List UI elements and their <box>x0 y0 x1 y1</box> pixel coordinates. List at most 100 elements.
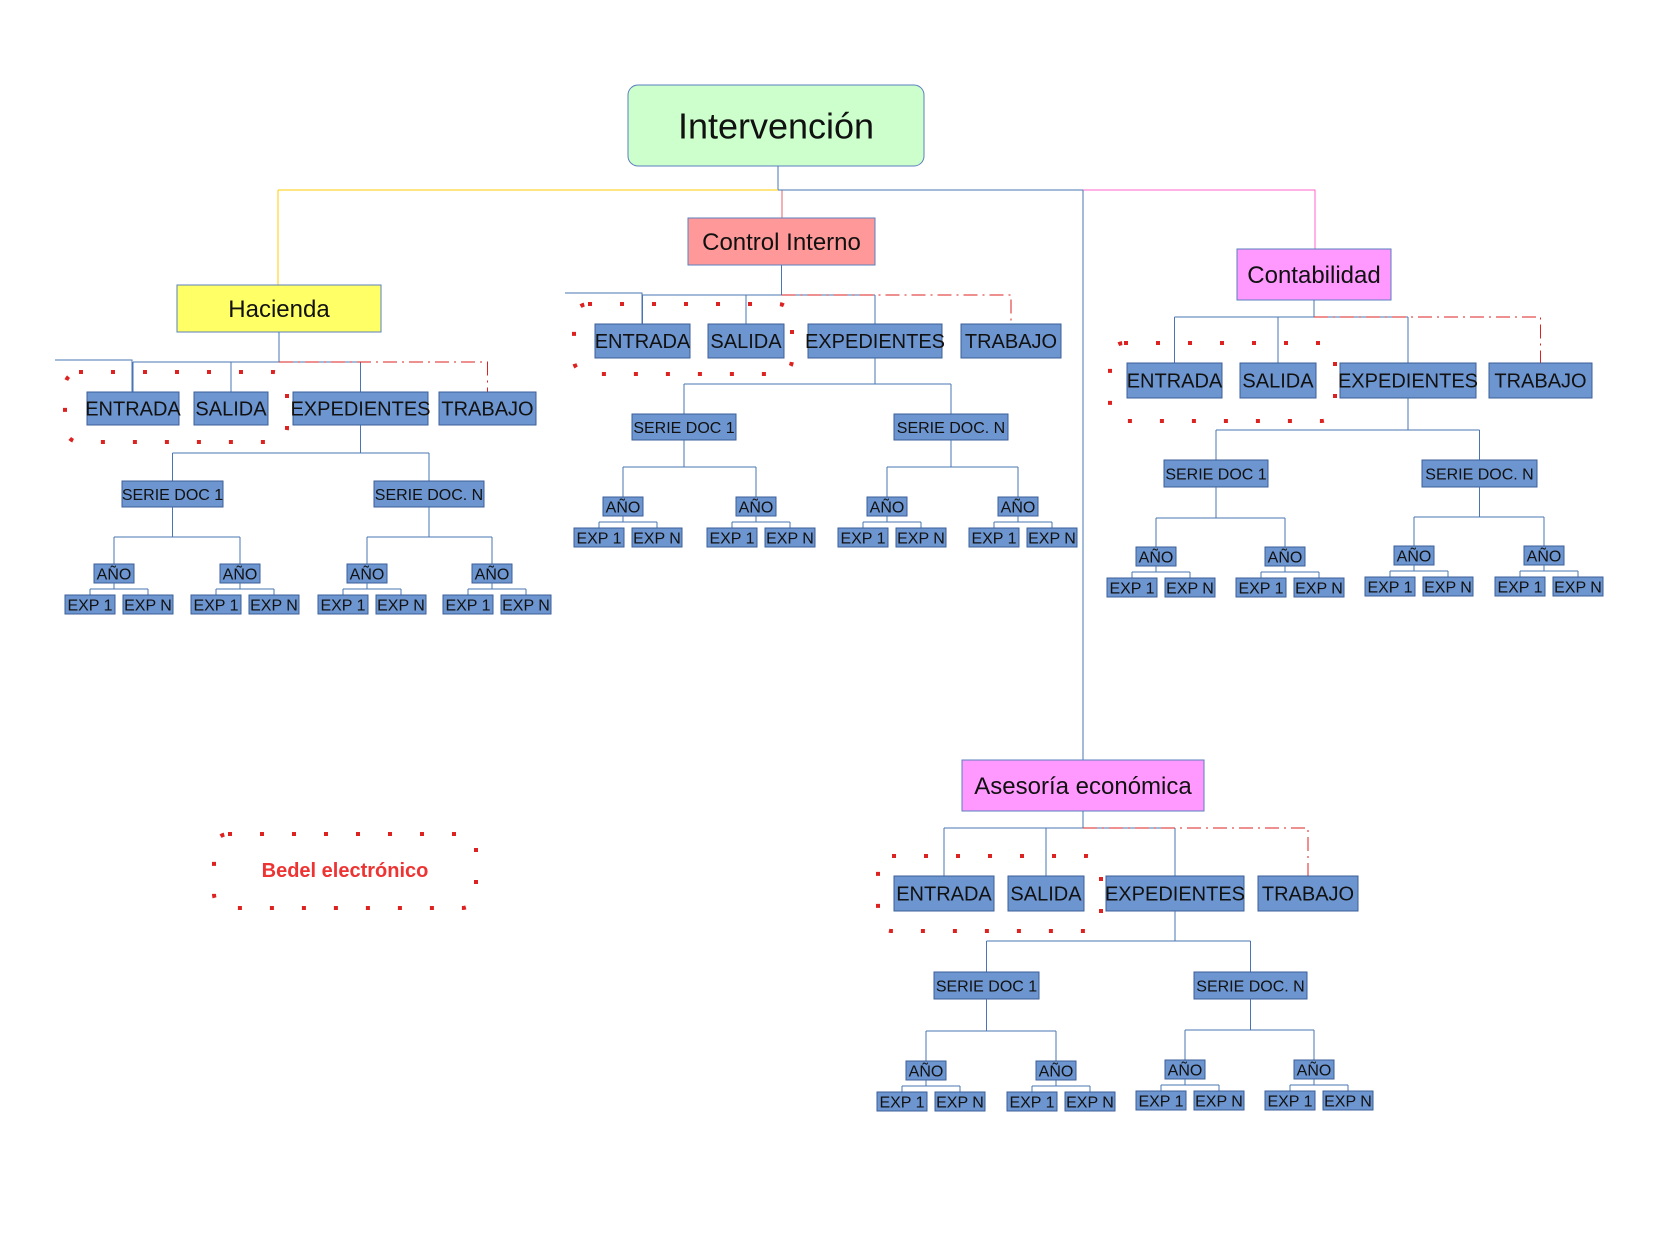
asesoria-economica-expedientes-node-box <box>1105 875 1245 912</box>
hacienda-exp-1-node-box <box>442 594 494 615</box>
control-interno-year-node: AÑO <box>602 496 644 517</box>
control-interno-exp-n-node: EXP N <box>895 527 947 548</box>
contabilidad-exp-n-node-box <box>1552 576 1604 597</box>
hacienda-exp-1-node-label: EXP 1 <box>67 597 112 614</box>
asesoria-economica-exp-1-node-label: EXP 1 <box>1138 1093 1183 1110</box>
hacienda-header-label: Hacienda <box>228 296 330 323</box>
control-interno-year-node-label: AÑO <box>606 496 641 516</box>
hacienda-series-2-node: SERIE DOC. N <box>373 480 485 508</box>
contabilidad-series-1-node-label: SERIE DOC 1 <box>1165 466 1266 483</box>
hacienda-year-node-label: AÑO <box>350 563 385 583</box>
asesoria-economica-entrada-node-box <box>893 875 995 912</box>
contabilidad-year-node-label: AÑO <box>1268 546 1303 566</box>
control-interno-exp-1-node-label: EXP 1 <box>840 530 885 547</box>
root-node-box <box>627 84 925 167</box>
asesoria-economica-salida-node: SALIDA <box>1007 875 1085 912</box>
asesoria-economica-year-node-label: AÑO <box>1168 1059 1203 1079</box>
control-interno-exp-n-node-label: EXP N <box>766 530 814 547</box>
control-interno-entrada-node-label: ENTRADA <box>595 331 691 353</box>
contabilidad-entrada-node-box <box>1126 362 1223 399</box>
hacienda-series-1-node-box <box>121 480 224 508</box>
hacienda-series-2-node-box <box>373 480 485 508</box>
contabilidad-year-node: AÑO <box>1393 545 1435 566</box>
control-interno-exp-n-node-box <box>631 527 683 548</box>
control-interno-expedientes-node: EXPEDIENTES <box>805 323 945 359</box>
contabilidad-year-node: AÑO <box>1264 546 1306 567</box>
control-interno-year-node: AÑO <box>997 496 1039 517</box>
control-interno-salida-node: SALIDA <box>707 323 785 359</box>
hacienda-exp-n-node: EXP N <box>122 594 174 615</box>
contabilidad-entrada-node-label: ENTRADA <box>1127 371 1223 393</box>
control-interno-exp-1-node-box <box>968 527 1020 548</box>
asesoria-economica-salida-node-label: SALIDA <box>1010 884 1082 906</box>
hacienda-salida-node-box <box>193 391 269 426</box>
asesoria-economica-exp-n-node-box <box>1322 1090 1374 1111</box>
contabilidad-trabajo-link <box>1314 316 1541 363</box>
asesoria-economica-bedel-region <box>876 854 1103 933</box>
hacienda-expedientes-node: EXPEDIENTES <box>290 391 431 426</box>
asesoria-economica-header: Asesoría económica <box>961 759 1205 812</box>
control-interno-exp-n-node-label: EXP N <box>1028 530 1076 547</box>
asesoria-economica-exp-n-node: EXP N <box>934 1091 986 1112</box>
contabilidad-exp-1-node-box <box>1494 576 1546 597</box>
asesoria-economica-exp-n-node-box <box>934 1091 986 1112</box>
contabilidad-series-1-node-box <box>1163 459 1269 488</box>
hacienda-bracket-outline <box>55 359 133 392</box>
contabilidad-expedientes-node-label: EXPEDIENTES <box>1338 371 1478 393</box>
asesoria-economica-series-2-node-label: SERIE DOC. N <box>1196 978 1304 995</box>
hacienda-exp-n-node-box <box>122 594 174 615</box>
hacienda-exp-n-node: EXP N <box>500 594 552 615</box>
control-interno-header-box <box>687 217 876 266</box>
asesoria-economica-year-node-label: AÑO <box>1297 1059 1332 1079</box>
hacienda-entrada-node-box <box>86 391 180 426</box>
contabilidad-exp-n-node: EXP N <box>1552 576 1604 597</box>
contabilidad-salida-node-label: SALIDA <box>1242 371 1314 393</box>
contabilidad-exp-n-node: EXP N <box>1422 576 1474 597</box>
hacienda-entrada-node: ENTRADA <box>85 391 181 426</box>
hacienda-exp-1-node-label: EXP 1 <box>445 597 490 614</box>
control-interno-salida-node-label: SALIDA <box>710 331 782 353</box>
hacienda-salida-node: SALIDA <box>193 391 269 426</box>
contabilidad-bedel-region <box>1108 341 1337 423</box>
contabilidad-exp-1-node-label: EXP 1 <box>1238 580 1283 597</box>
root-node-label: Intervención <box>678 105 874 146</box>
control-interno-exp-1-node: EXP 1 <box>968 527 1020 548</box>
control-interno-header: Control Interno <box>687 217 876 266</box>
contabilidad-series-1-node: SERIE DOC 1 <box>1163 459 1269 488</box>
contabilidad-exp-n-node-box <box>1422 576 1474 597</box>
asesoria-economica-year-node: AÑO <box>905 1060 947 1081</box>
asesoria-economica-trabajo-node: TRABAJO <box>1257 875 1359 912</box>
hacienda-exp-1-node: EXP 1 <box>442 594 494 615</box>
hacienda-exp-1-node-label: EXP 1 <box>320 597 365 614</box>
control-interno-trabajo-link <box>781 294 1012 324</box>
control-interno-exp-1-node: EXP 1 <box>706 527 758 548</box>
control-interno-exp-n-node-label: EXP N <box>633 530 681 547</box>
hacienda-entrada-node-label: ENTRADA <box>85 399 181 421</box>
control-interno-year-node-label: AÑO <box>739 496 774 516</box>
hacienda-expedientes-node-label: EXPEDIENTES <box>290 399 430 421</box>
contabilidad-trabajo-node-box <box>1488 362 1593 399</box>
hacienda-exp-n-node-label: EXP N <box>124 597 172 614</box>
hacienda-year-node: AÑO <box>471 563 513 584</box>
hacienda-year-node-label: AÑO <box>97 563 132 583</box>
control-interno-trabajo-node-label: TRABAJO <box>965 331 1057 353</box>
asesoria-economica-entrada-node-label: ENTRADA <box>896 884 992 906</box>
contabilidad-trabajo-node-label: TRABAJO <box>1494 371 1586 393</box>
hacienda-exp-n-node-label: EXP N <box>250 597 298 614</box>
asesoria-economica-year-node: AÑO <box>1164 1059 1206 1080</box>
contabilidad-expedientes-node-box <box>1339 362 1477 399</box>
contabilidad-year-node: AÑO <box>1523 545 1565 566</box>
asesoria-economica-year-node: AÑO <box>1035 1060 1077 1081</box>
asesoria-economica-exp-1-node: EXP 1 <box>1264 1090 1316 1111</box>
hacienda-exp-n-node-box <box>500 594 552 615</box>
control-interno-exp-1-node: EXP 1 <box>573 527 625 548</box>
hacienda-exp-1-node-box <box>64 594 116 615</box>
asesoria-economica-exp-1-node-label: EXP 1 <box>1009 1094 1054 1111</box>
contabilidad-exp-1-node-label: EXP 1 <box>1367 579 1412 596</box>
asesoria-economica-exp-n-node: EXP N <box>1322 1090 1374 1111</box>
contabilidad-exp-n-node: EXP N <box>1164 577 1216 598</box>
control-interno-entrada-node: ENTRADA <box>594 323 691 359</box>
hacienda-year-node: AÑO <box>219 563 261 584</box>
asesoria-economica-exp-n-node-box <box>1193 1090 1245 1111</box>
control-interno-exp-1-node-label: EXP 1 <box>709 530 754 547</box>
